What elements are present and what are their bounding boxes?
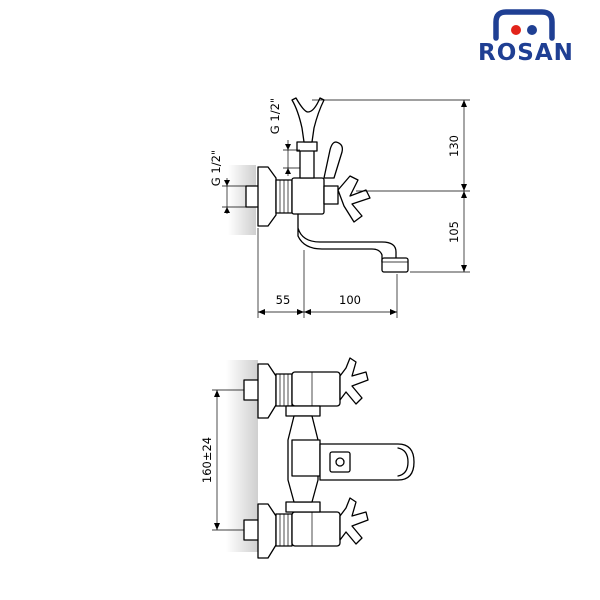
- logo-emblem-icon: [493, 9, 555, 41]
- bath-spout: [297, 213, 397, 263]
- upper-inlet: [243, 363, 341, 419]
- lower-inlet: [243, 503, 341, 559]
- dim-depth-wall-label: 55: [276, 293, 291, 307]
- top-view: 160±24: [200, 357, 415, 559]
- bath-spout-top: [319, 443, 415, 481]
- logo-blue-dot-icon: [527, 25, 537, 35]
- cross-handle-top-lower: [339, 497, 369, 545]
- diverter-column: [299, 149, 315, 179]
- dim-height-lower-label: 105: [447, 221, 461, 243]
- dim-depth-spout-label: 100: [339, 293, 361, 307]
- dim-heights: 130 105: [312, 99, 470, 273]
- dim-inlet-top-label: G 1/2": [268, 98, 282, 134]
- cross-handle-top-upper: [339, 357, 369, 405]
- dim-centre-distance: 160±24: [200, 389, 244, 531]
- cross-handle-side: [323, 175, 371, 223]
- diverter-lever: [323, 141, 344, 179]
- mixer-body-top: [285, 405, 321, 513]
- dim-inlet-top: G 1/2": [268, 98, 300, 176]
- dim-inlet-left: G 1/2": [209, 150, 246, 214]
- side-view: G 1/2" G 1/2" 130 105: [209, 97, 470, 318]
- shower-holder: [291, 97, 325, 143]
- dim-inlet-left-label: G 1/2": [209, 150, 223, 186]
- dim-height-upper-label: 130: [447, 135, 461, 157]
- dim-centre-distance-label: 160±24: [200, 437, 214, 483]
- spout-aerator: [381, 257, 409, 273]
- rosan-logo: ROSAN: [478, 9, 574, 66]
- wall-flange: [257, 166, 277, 227]
- logo-wordmark: ROSAN: [478, 40, 574, 66]
- mixer-body: [291, 177, 325, 215]
- logo-red-dot-icon: [511, 25, 521, 35]
- dim-depths: 55 100: [257, 228, 398, 318]
